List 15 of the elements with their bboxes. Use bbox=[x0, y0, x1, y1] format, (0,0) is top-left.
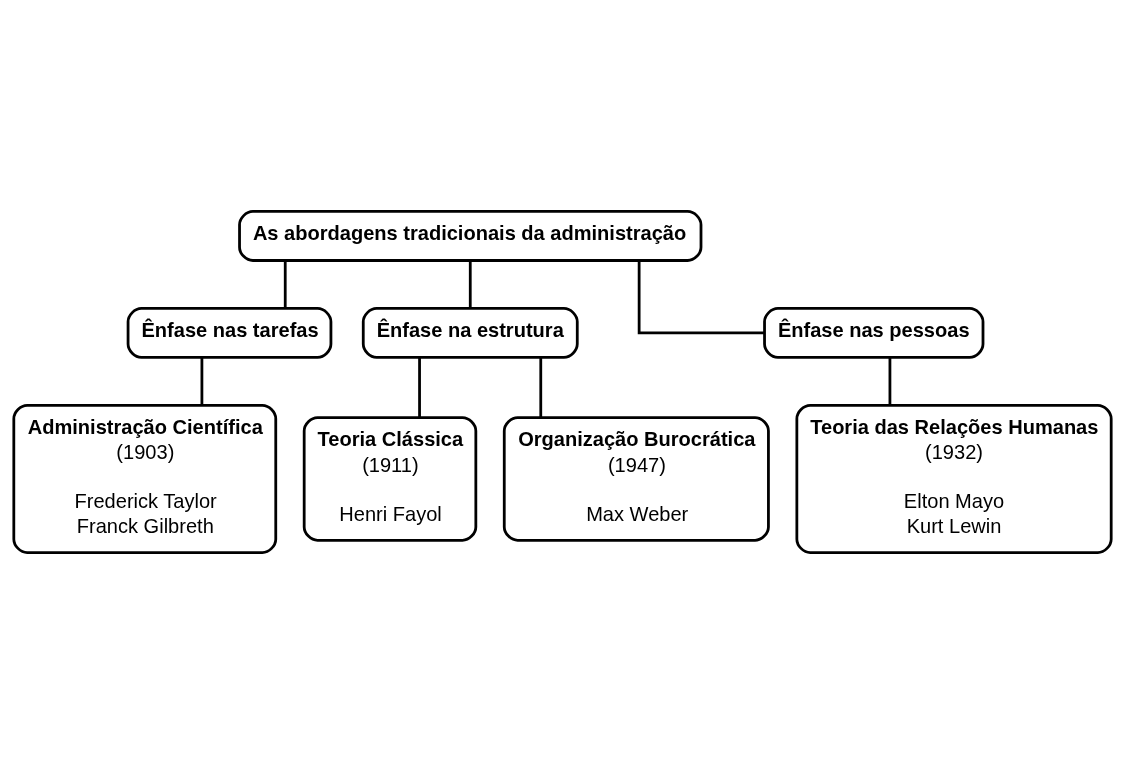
connector bbox=[888, 357, 892, 405]
connector bbox=[418, 357, 421, 417]
node-box: Teoria Clássica (1911) Henri Fayol bbox=[302, 415, 478, 542]
node-box: As abordagens tradicionais da administração bbox=[238, 209, 703, 262]
node-box: Ênfase na estrutura bbox=[361, 306, 579, 359]
node-box: Organização Burocrática (1947) Max Weber bbox=[502, 415, 770, 542]
node-box: Administração Científica (1903) Frederick Taylor Franck Gilbreth bbox=[12, 403, 278, 554]
connector bbox=[637, 260, 765, 334]
node-box: Ênfase nas tarefas bbox=[126, 306, 333, 359]
connector bbox=[468, 260, 472, 308]
connector bbox=[200, 357, 204, 405]
connector bbox=[283, 260, 287, 308]
node-box: Ênfase nas pessoas bbox=[763, 306, 985, 359]
connector bbox=[539, 357, 543, 417]
node-box: Teoria das Relações Humanas (1932) Elton Mayo Kurt Lewin bbox=[795, 403, 1113, 554]
